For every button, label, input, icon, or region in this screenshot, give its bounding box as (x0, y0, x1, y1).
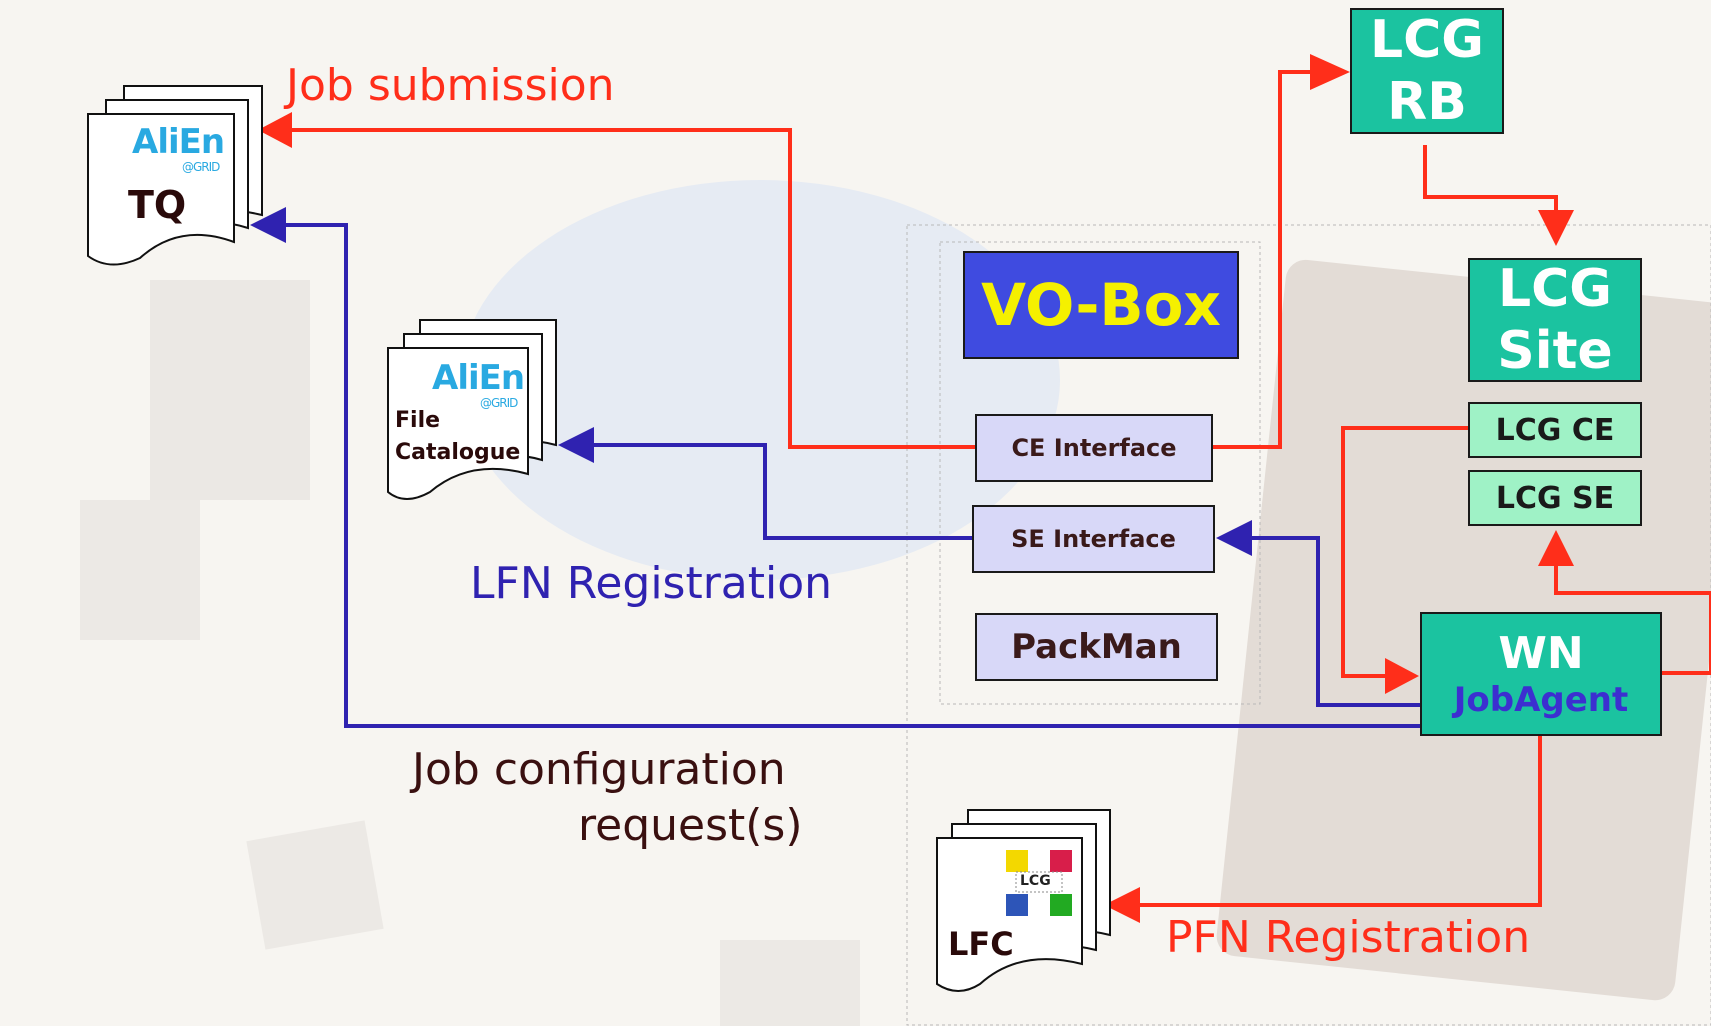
job-config-arrowhead (250, 207, 286, 243)
wn-label: WN (1498, 628, 1584, 679)
lcg-rb-label-line1: LCG (1370, 10, 1484, 70)
lfc-label: LFC (948, 925, 1014, 963)
screen-decoration (720, 940, 860, 1026)
file-catalogue-label-line1: File (395, 408, 441, 433)
se-interface-label: SE Interface (1011, 525, 1176, 553)
lfn-registration-line (594, 443, 973, 540)
se-interface-box: SE Interface (972, 505, 1215, 573)
lcg-site-box: LCG Site (1468, 258, 1642, 382)
job-config-line (286, 223, 1420, 728)
pfn-registration-label: PFN Registration (1166, 912, 1531, 963)
alien-logo-subtext: @GRID (182, 160, 220, 174)
ce-interface-box: CE Interface (975, 414, 1213, 482)
job-submission-line (292, 128, 975, 449)
pfn-registration-line (1140, 735, 1542, 907)
lcg-se-label: LCG SE (1495, 480, 1615, 516)
lcg-site-label-line2: Site (1497, 321, 1613, 381)
server-decoration (150, 280, 310, 500)
tq-label: TQ (128, 183, 187, 227)
vobox-dashed-frame (939, 241, 1261, 705)
lcg-rb-label-line2: RB (1387, 72, 1467, 132)
job-submission-label: Job submission (286, 60, 615, 111)
ce-to-wn-arrowhead (1385, 658, 1419, 694)
monitor-decoration (80, 500, 200, 640)
file-catalogue-document-stack (387, 319, 557, 500)
job-submission-arrowhead (258, 112, 292, 148)
screen-decoration-2 (246, 820, 384, 950)
lcg-ce-box: LCG CE (1468, 402, 1642, 458)
lcg-se-box: LCG SE (1468, 470, 1642, 526)
alien-logo-subtext: @GRID (480, 396, 518, 410)
rb-to-site-line (1423, 145, 1558, 212)
ce-to-rb-arrowhead (1310, 54, 1350, 90)
rb-to-site-arrowhead (1538, 210, 1574, 246)
lcg-rb-box: LCG RB (1350, 8, 1504, 134)
jobagent-label: JobAgent (1453, 680, 1629, 720)
alien-logo-text: AliEn (432, 358, 525, 398)
wn-to-se-interface-line (1252, 536, 1420, 707)
wn-box: WN JobAgent (1420, 612, 1662, 736)
globe-decoration (460, 180, 1060, 580)
ce-interface-label: CE Interface (1011, 434, 1177, 462)
lfn-registration-arrowhead (558, 427, 594, 463)
file-catalogue-label-line2: Catalogue (395, 440, 521, 465)
vobox: VO-Box (963, 251, 1239, 359)
tq-alien-logo: AliEn @GRID (132, 122, 225, 174)
lcg-logo (1006, 850, 1072, 916)
ce-to-wn-line (1341, 426, 1470, 678)
tq-document-stack (87, 85, 263, 266)
job-config-label-line2: request(s) (578, 800, 803, 851)
wn-to-se-interface-arrowhead (1216, 520, 1252, 556)
lcg-site-label-line1: LCG (1498, 259, 1612, 319)
job-config-label-line1: Job configuration (412, 744, 786, 795)
lfn-registration-label: LFN Registration (470, 558, 833, 609)
vobox-label: VO-Box (981, 271, 1221, 339)
pfn-registration-arrowhead (1104, 887, 1140, 923)
packman-label: PackMan (1011, 627, 1182, 667)
wn-to-se-arrowhead (1538, 530, 1574, 566)
file-catalogue-alien-logo: AliEn @GRID (432, 358, 525, 410)
packman-box: PackMan (975, 613, 1218, 681)
ce-to-rb-line (1212, 70, 1310, 449)
lcg-ce-label: LCG CE (1495, 412, 1615, 448)
lfc-logo-text: LCG (1020, 873, 1051, 889)
alien-logo-text: AliEn (132, 122, 225, 162)
wn-to-se-line (1554, 565, 1711, 675)
site-dashed-frame (906, 224, 1711, 1026)
